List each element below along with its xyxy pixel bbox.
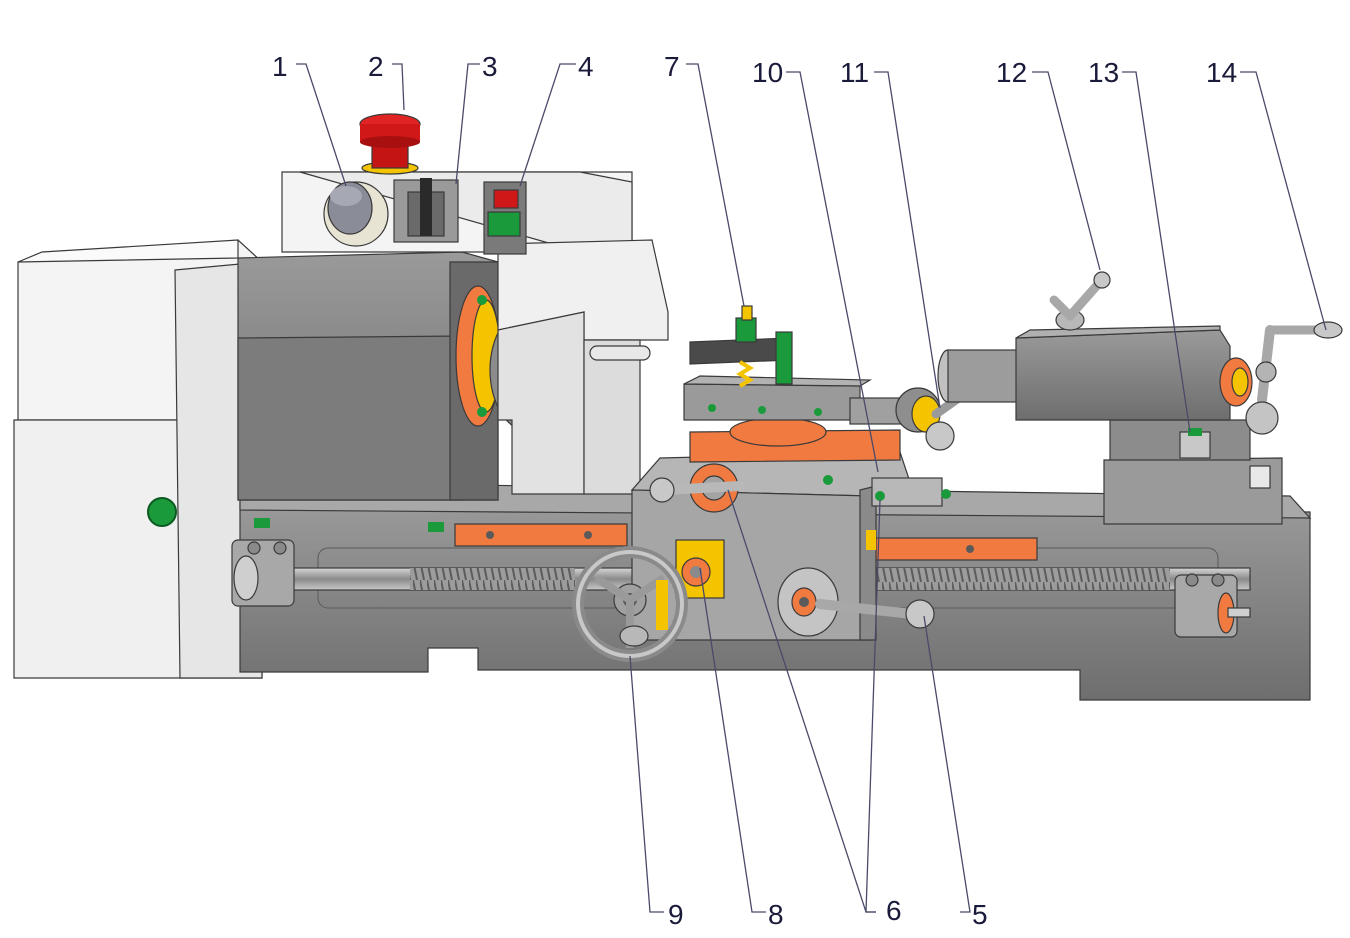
callout-numbers: 1 2 3 4 5 6 7 8 9 10 11 12 13 14 [272,51,1237,930]
green-button-icon[interactable] [147,497,177,527]
callout-6: 6 [886,895,902,926]
emergency-stop-button[interactable] [359,113,421,175]
start-stop-buttons[interactable] [483,181,527,255]
callout-9: 9 [668,899,684,930]
cross-slide [683,375,901,463]
callout-8: 8 [768,899,784,930]
callout-2: 2 [368,51,384,82]
callout-13: 13 [1088,57,1119,88]
callout-1: 1 [272,51,288,82]
callout-leaders [296,63,1327,913]
direction-switch[interactable] [393,178,459,243]
tailstock-lock-lever[interactable] [1049,271,1111,331]
feed-lever[interactable] [777,567,935,637]
tailstock [937,325,1283,525]
callout-10: 10 [752,57,783,88]
callout-11: 11 [840,57,869,88]
tailstock-crank[interactable] [1245,321,1343,435]
end-cover [13,239,263,679]
rack-right [871,537,1038,561]
callout-4: 4 [578,51,594,82]
chuck-guard [497,239,669,495]
start-button[interactable] [487,211,521,237]
callout-3: 3 [482,51,498,82]
callout-7: 7 [664,51,680,82]
cross-feed-handle[interactable] [849,385,975,451]
callout-14: 14 [1206,57,1237,88]
callout-12: 12 [996,57,1027,88]
speed-knob[interactable] [323,181,389,247]
stop-button[interactable] [493,189,519,209]
rack-left [454,523,628,547]
carriage-lever[interactable] [649,463,745,513]
tool-post[interactable] [689,305,793,388]
callout-5: 5 [972,899,988,930]
